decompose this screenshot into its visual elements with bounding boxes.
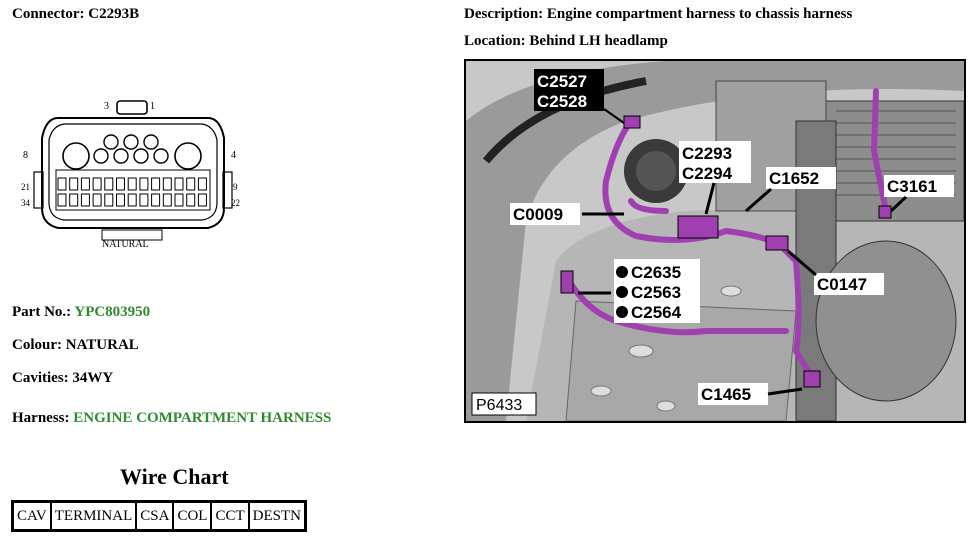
description-field: Description: Engine compartment harness … [464, 6, 852, 23]
part-no-label: Part No.: [12, 304, 72, 320]
cavity [151, 193, 161, 207]
connector-label: Connector: [12, 6, 85, 22]
column-header-cct: CCT [210, 500, 250, 532]
cavity [92, 177, 102, 191]
location-value: Behind LH headlamp [529, 33, 668, 49]
connector-value: C2293B [88, 6, 140, 22]
pin-label-34: 34 [21, 198, 31, 208]
cavity [174, 193, 184, 207]
column-header-terminal: TERMINAL [49, 500, 138, 532]
figure-id: P6433 [476, 397, 522, 414]
callout-c2293: C2293 [682, 144, 732, 163]
harness-label: Harness: [12, 410, 70, 426]
cavity [104, 193, 114, 207]
pin-label-21: 21 [21, 182, 30, 192]
cavity [57, 177, 67, 191]
callout-c3161: C3161 [887, 177, 937, 196]
callout-c2635: C2635 [631, 263, 681, 282]
callout-c1465: C1465 [701, 385, 751, 404]
cavity [69, 177, 79, 191]
callout-c1652: C1652 [769, 169, 819, 188]
pin-label-3: 3 [104, 101, 109, 112]
cavities-field: Cavities: 34WY [12, 370, 113, 387]
connector-field: Connector: C2293B [12, 6, 139, 23]
wire-chart-title: Wire Chart [120, 464, 229, 489]
cavity [80, 177, 90, 191]
cavity [186, 193, 196, 207]
callout-c2563: C2563 [631, 283, 681, 302]
cavity [57, 193, 67, 207]
cavity [197, 193, 207, 207]
cavity [69, 193, 79, 207]
cavity [162, 193, 172, 207]
pin-label-22: 22 [231, 198, 240, 208]
pin-label-9: 9 [233, 182, 238, 192]
colour-value: NATURAL [65, 337, 139, 353]
connector-color-label: NATURAL [102, 239, 149, 250]
pin-label-4: 4 [231, 150, 236, 161]
cavity [139, 177, 149, 191]
callout-c0009: C0009 [513, 205, 563, 224]
part-no-field: Part No.: YPC803950 [12, 304, 150, 321]
description-label: Description: [464, 6, 544, 22]
location-field: Location: Behind LH headlamp [464, 33, 668, 50]
cavities-value: 34WY [72, 370, 114, 386]
cavity [186, 177, 196, 191]
part-no-value[interactable]: YPC803950 [74, 304, 151, 320]
callout-c2564: C2564 [631, 303, 682, 322]
callout-c2527: C2527 [537, 72, 587, 91]
colour-label: Colour: [12, 337, 62, 353]
location-label: Location: [464, 33, 526, 49]
cavity [127, 193, 137, 207]
cavity-block [55, 169, 211, 211]
wire-chart-table: CAV TERMINAL CSA COL CCT DESTN [11, 500, 307, 532]
callout-c2294: C2294 [682, 164, 733, 183]
cavity [104, 177, 114, 191]
cavity [197, 177, 207, 191]
pin-label-1: 1 [150, 101, 155, 112]
column-header-csa: CSA [135, 500, 175, 532]
connector-face-diagram: 3 1 8 4 21 34 9 22 NATURAL [21, 100, 240, 250]
cavity [151, 177, 161, 191]
wire-chart-header-row: CAV TERMINAL CSA COL CCT DESTN [11, 500, 307, 532]
colour-field: Colour: NATURAL [12, 337, 139, 354]
cavities-label: Cavities: [12, 370, 69, 386]
callout-c0147: C0147 [817, 275, 867, 294]
harness-value[interactable]: ENGINE COMPARTMENT HARNESS [73, 410, 332, 426]
callout-c2528: C2528 [537, 92, 587, 111]
description-value: Engine compartment harness to chassis ha… [546, 6, 853, 22]
pin-label-8: 8 [23, 150, 28, 161]
cavity [174, 177, 184, 191]
location-photo: C2527 C2528 C2293 C2294 C1652 C3161 C000… [464, 59, 966, 423]
cavity [127, 177, 137, 191]
column-header-destn: DESTN [247, 500, 307, 532]
column-header-col: COL [172, 500, 213, 532]
cavity [139, 193, 149, 207]
cavity [92, 193, 102, 207]
cavity [116, 193, 125, 207]
cavity [162, 177, 172, 191]
cavity [80, 193, 90, 207]
harness-field: Harness: ENGINE COMPARTMENT HARNESS [12, 410, 331, 427]
column-header-cav: CAV [11, 500, 52, 532]
cavity [116, 177, 125, 191]
